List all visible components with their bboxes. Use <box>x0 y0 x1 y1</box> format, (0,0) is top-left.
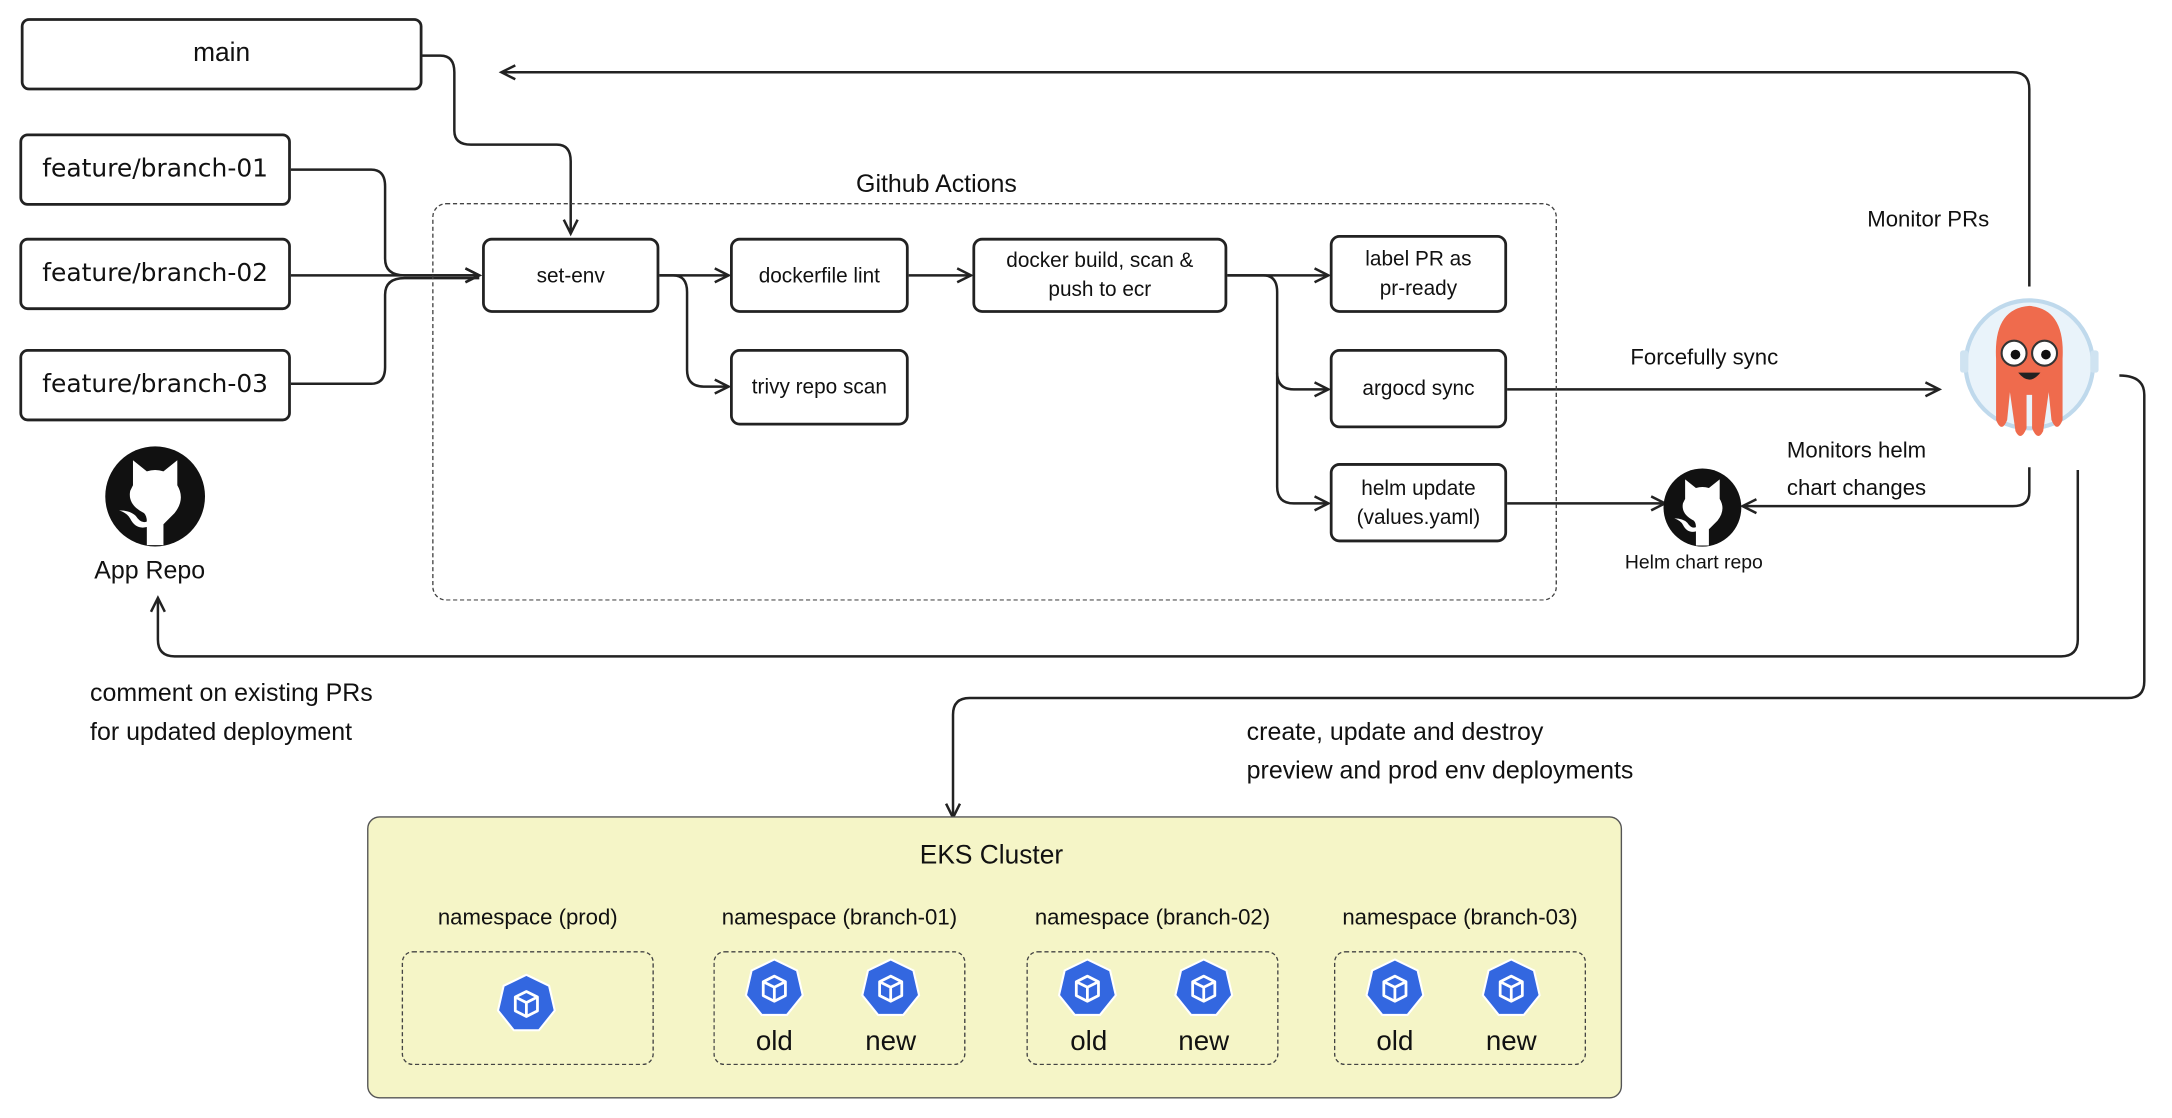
github-actions-region <box>432 203 1557 601</box>
namespace-prod-label: namespace (prod) <box>437 906 618 931</box>
feature-branch-02-label: feature/branch-02 <box>42 259 269 289</box>
namespace-branch-01-label: namespace (branch-01) <box>721 906 958 931</box>
feature-branch-01-box: feature/branch-01 <box>19 133 291 206</box>
label-pr-label: label PR as pr-ready <box>1365 247 1472 301</box>
pod-old-label: old <box>1376 1026 1414 1057</box>
arrow-argo-to-helmrepo <box>1739 467 2031 515</box>
namespace-branch-01 <box>713 951 966 1066</box>
arrow-main-to-setenv <box>422 54 579 237</box>
monitor-prs-annotation: Monitor PRs <box>1867 208 1990 233</box>
dockerfile-lint-step: dockerfile lint <box>730 237 909 313</box>
arrow-branch03-to-setenv <box>290 276 480 386</box>
pod-new-label: new <box>865 1026 917 1057</box>
feature-branch-03-label: feature/branch-03 <box>42 370 269 400</box>
namespace-prod <box>401 951 654 1066</box>
namespace-branch-03 <box>1333 951 1587 1066</box>
main-branch-label: main <box>193 38 251 68</box>
trivy-scan-label: trivy repo scan <box>751 375 887 400</box>
set-env-label: set-env <box>536 263 605 288</box>
argocd-sync-step: argocd sync <box>1329 349 1508 429</box>
pod-new-label: new <box>1178 1026 1230 1057</box>
pod-new-label: new <box>1485 1026 1537 1057</box>
app-repo-label: App Repo <box>94 556 206 585</box>
eks-cluster <box>367 816 1623 1099</box>
feature-branch-01-label: feature/branch-01 <box>42 154 269 185</box>
namespace-branch-03-label: namespace (branch-03) <box>1342 906 1578 931</box>
pod-old-label: old <box>1070 1026 1108 1057</box>
set-env-step: set-env <box>482 237 660 313</box>
helm-update-label: helm update (values.yaml) <box>1356 476 1481 530</box>
arrow-argo-to-eks <box>944 374 2146 821</box>
forcefully-sync-annotation: Forcefully sync <box>1630 346 1779 370</box>
feature-branch-02-box: feature/branch-02 <box>19 237 291 311</box>
create-update-annotation: create, update and destroy preview and p… <box>1246 717 1634 785</box>
docker-build-step: docker build, scan & push to ecr <box>972 237 1228 313</box>
arrow-setenv-to-trivy <box>659 274 732 395</box>
helm-repo-label: Helm chart repo <box>1624 550 1763 573</box>
argocd-sync-label: argocd sync <box>1362 376 1475 401</box>
comment-prs-annotation: comment on existing PRs for updated depl… <box>90 678 373 746</box>
dockerfile-lint-label: dockerfile lint <box>758 263 880 288</box>
github-actions-title: Github Actions <box>856 169 1017 198</box>
pod-old-label: old <box>755 1026 793 1057</box>
docker-build-label: docker build, scan & push to ecr <box>1006 248 1194 302</box>
namespace-branch-02-label: namespace (branch-02) <box>1034 906 1271 931</box>
feature-branch-03-box: feature/branch-03 <box>19 349 291 422</box>
arrow-argo-to-main <box>498 64 2031 287</box>
arrow-build-to-helm <box>1275 372 1332 512</box>
arrow-argo-to-apprepo <box>149 470 2080 658</box>
helm-update-step: helm update (values.yaml) <box>1329 463 1508 543</box>
trivy-scan-step: trivy repo scan <box>730 349 909 426</box>
arrow-build-to-argocd <box>1227 274 1332 398</box>
namespace-branch-02 <box>1026 951 1279 1066</box>
main-branch-box: main <box>20 18 423 91</box>
label-pr-step: label PR as pr-ready <box>1329 235 1508 313</box>
eks-cluster-title: EKS Cluster <box>919 841 1064 871</box>
monitors-helm-annotation: Monitors helm chart changes <box>1786 439 1927 501</box>
